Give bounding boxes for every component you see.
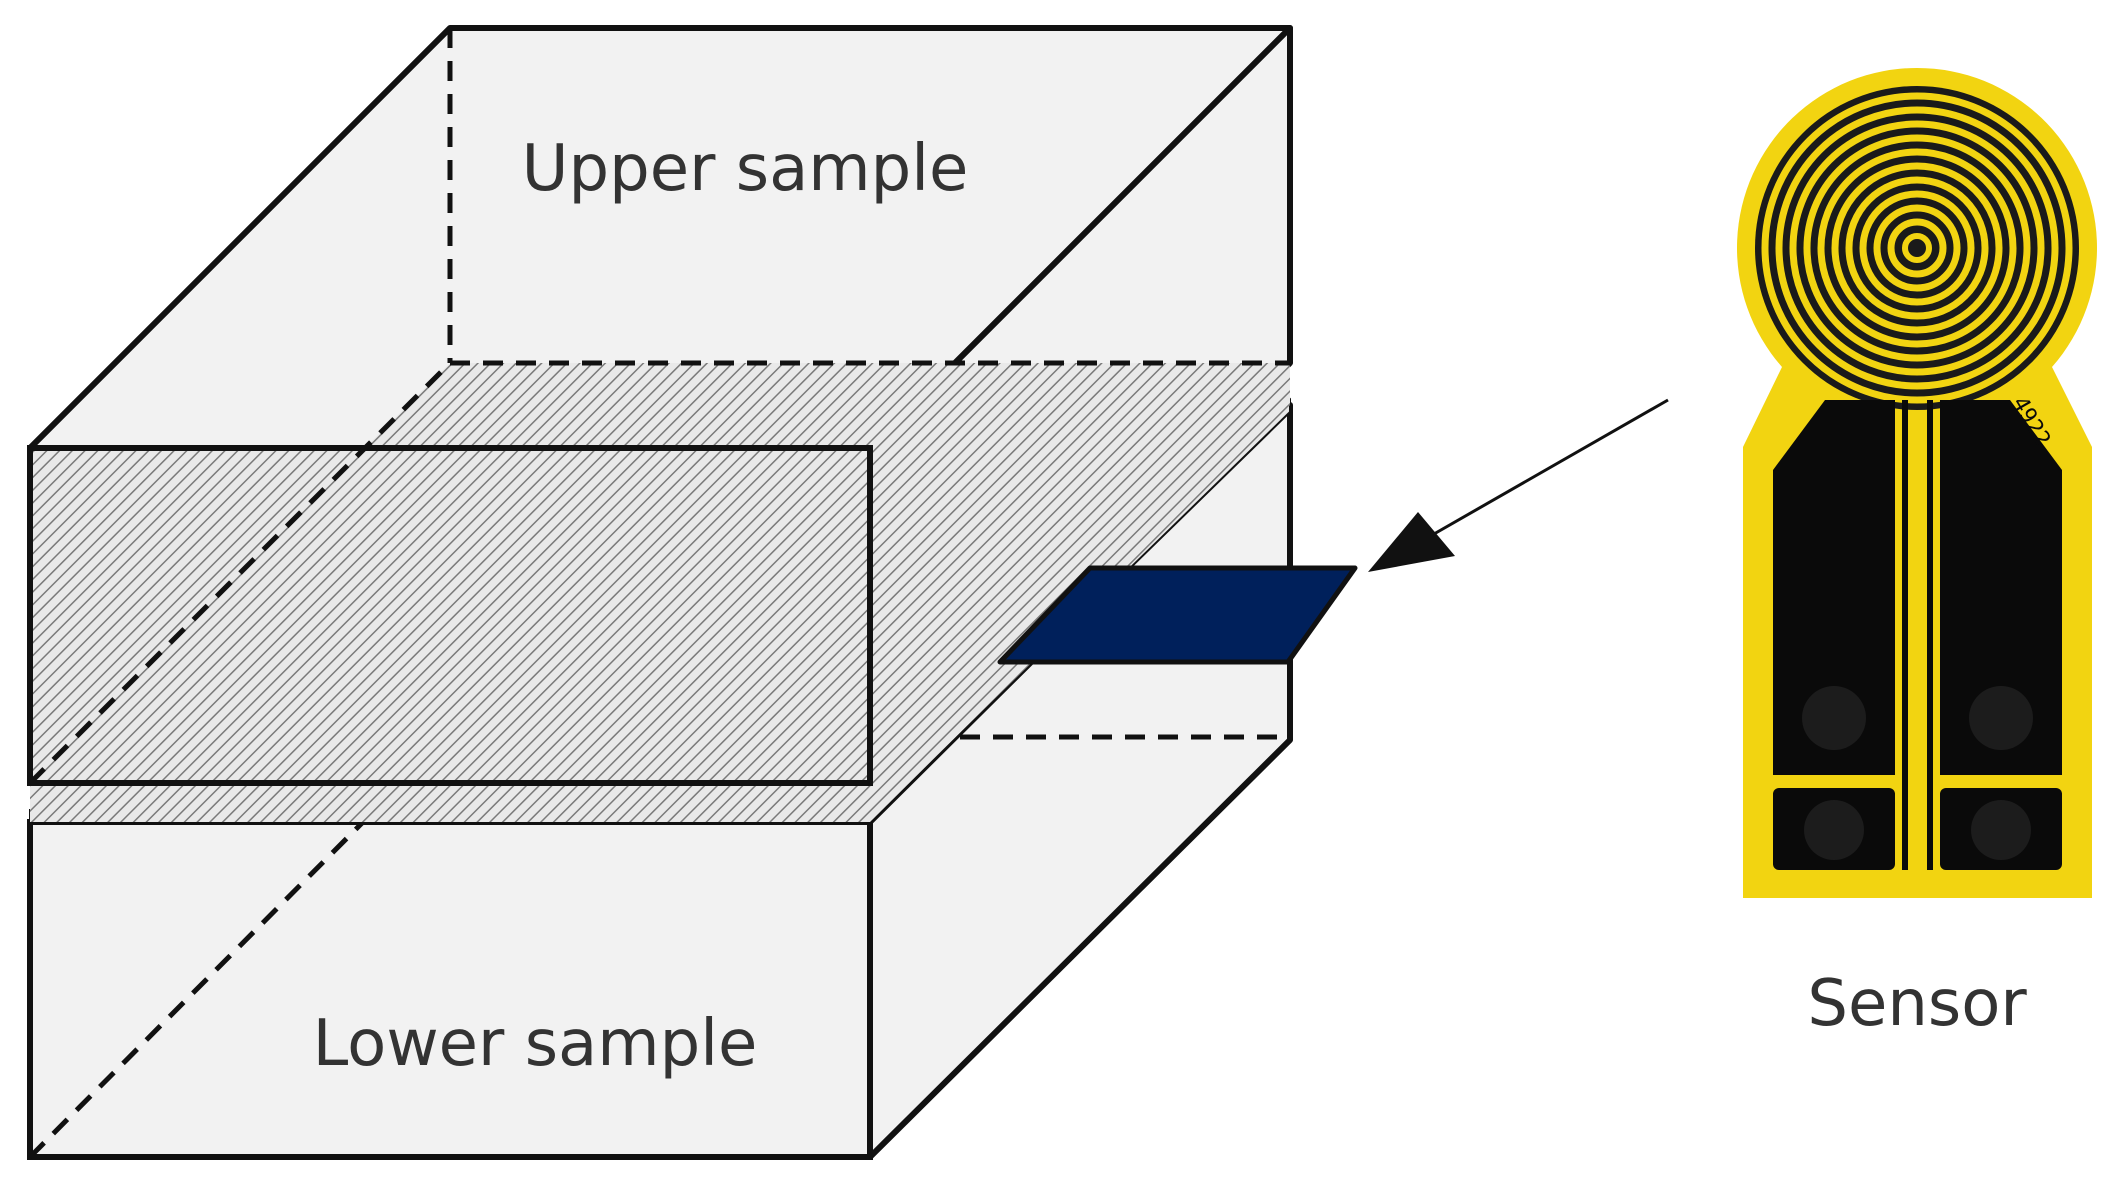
sensor-strip xyxy=(997,565,1358,665)
spiral-icon xyxy=(1761,92,2073,404)
arrow-icon xyxy=(1368,398,1669,572)
lower-block-front-face xyxy=(27,819,873,1160)
upper-sample-label: Upper sample xyxy=(522,132,969,206)
sensor-right-pad xyxy=(1940,400,2062,775)
sensor-left-pad xyxy=(1773,400,1895,775)
lower-sample-label: Lower sample xyxy=(313,1007,758,1081)
lower-hidden-diagonal xyxy=(28,820,365,1159)
upper-block xyxy=(27,25,1293,822)
sensor-image: 4922 xyxy=(1737,67,2097,899)
upper-block-front-face xyxy=(27,445,873,786)
sensor-label: Sensor xyxy=(1807,967,2027,1041)
